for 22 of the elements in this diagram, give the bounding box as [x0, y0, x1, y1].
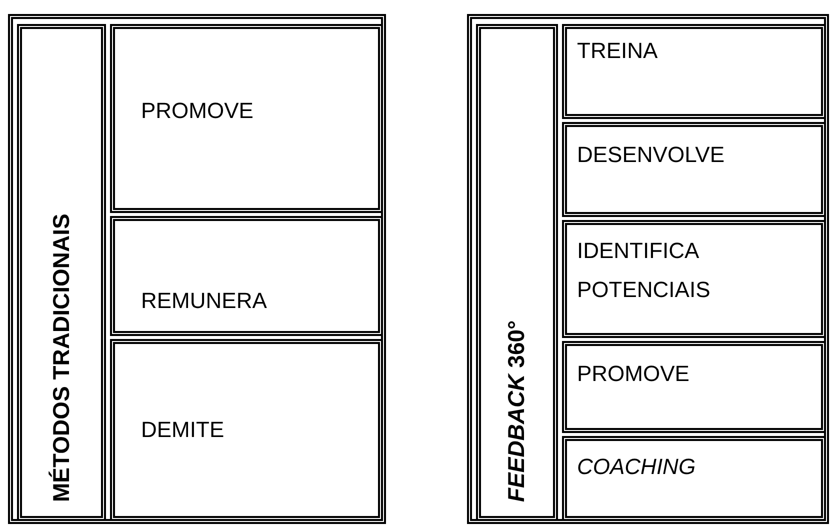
frame-box	[8, 14, 386, 524]
item-label: COACHING	[577, 453, 697, 481]
item-label: IDENTIFICA POTENCIAIS	[577, 237, 712, 304]
item-box	[562, 341, 826, 433]
item-box	[562, 220, 826, 338]
header-column	[17, 24, 106, 521]
header-label: MÉTODOS TRADICIONAIS	[50, 214, 72, 502]
frame-box	[467, 14, 829, 524]
header-column	[476, 24, 558, 521]
item-box	[562, 122, 826, 217]
item-box	[562, 24, 826, 119]
item-box	[110, 339, 383, 521]
item-label: TREINA	[577, 37, 659, 65]
header-label: FEEDBACK 360°	[505, 320, 528, 502]
item-label: PROMOVE	[577, 360, 690, 388]
item-label: DEMITE	[141, 416, 226, 444]
item-label: REMUNERA	[141, 287, 268, 315]
item-label: DESENVOLVE	[577, 141, 726, 169]
item-box	[562, 436, 826, 521]
item-label: PROMOVE	[141, 97, 254, 125]
item-box	[110, 216, 383, 336]
item-box	[110, 24, 383, 213]
